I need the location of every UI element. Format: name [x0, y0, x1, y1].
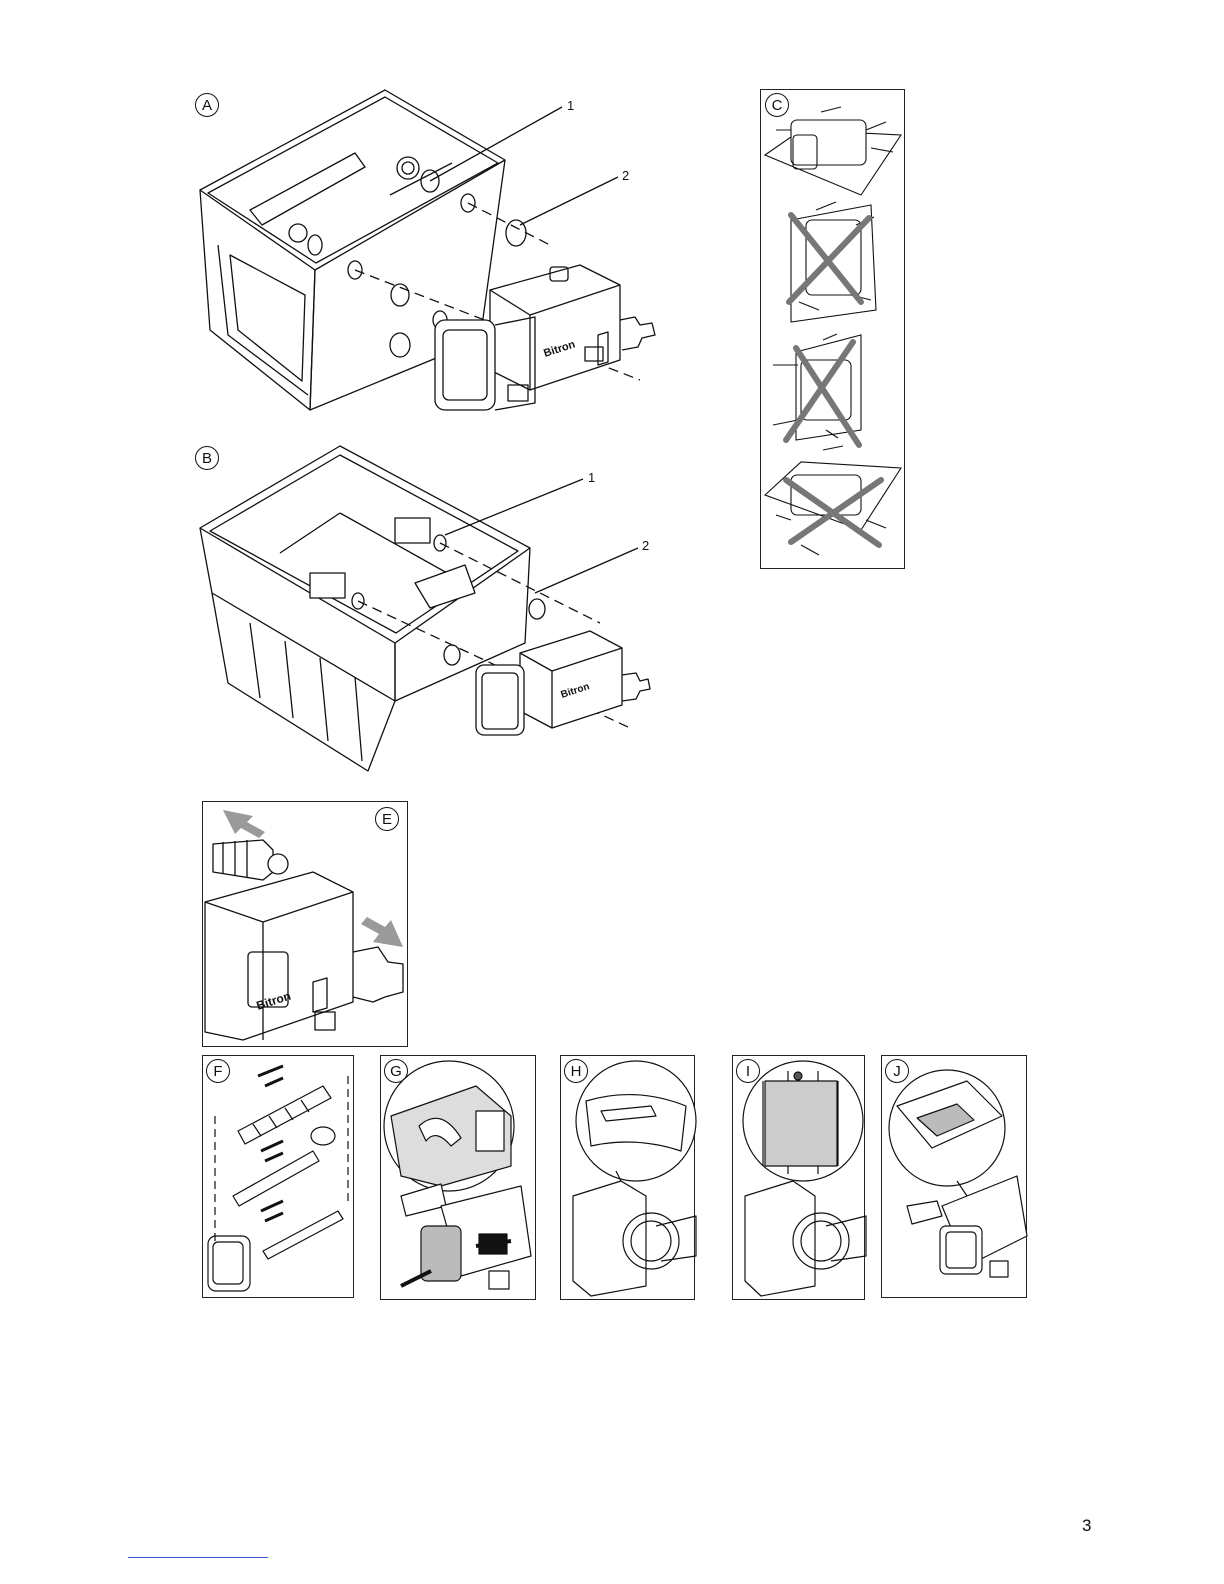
- figure-c: C: [760, 89, 905, 569]
- figure-h: H: [560, 1055, 695, 1300]
- flow-direction-illustration: Bitron: [203, 802, 409, 1048]
- figure-e: E Bitron: [202, 801, 408, 1047]
- figure-f: F: [202, 1055, 354, 1298]
- filter-box-with-uvc-illustration: Bitron: [190, 85, 670, 420]
- figure-j: J: [881, 1055, 1027, 1298]
- disassembly-illustration: [203, 1056, 355, 1299]
- cap-removal-illustration: [381, 1056, 537, 1301]
- filter-box-with-uvc-illustration: Bitron: [190, 443, 670, 778]
- figure-i: I: [732, 1055, 865, 1300]
- quartz-sleeve-illustration: [733, 1056, 866, 1301]
- mounting-orientation-illustration: [761, 90, 906, 570]
- figure-a: A 1 2: [190, 85, 670, 420]
- page-number: 3: [1082, 1516, 1091, 1536]
- figure-g: G: [380, 1055, 536, 1300]
- footer-rule: [128, 1557, 268, 1558]
- lid-closing-illustration: [882, 1056, 1028, 1299]
- indicator-window-illustration: [561, 1056, 696, 1301]
- figure-b: B 1 2 Bitron: [190, 443, 670, 778]
